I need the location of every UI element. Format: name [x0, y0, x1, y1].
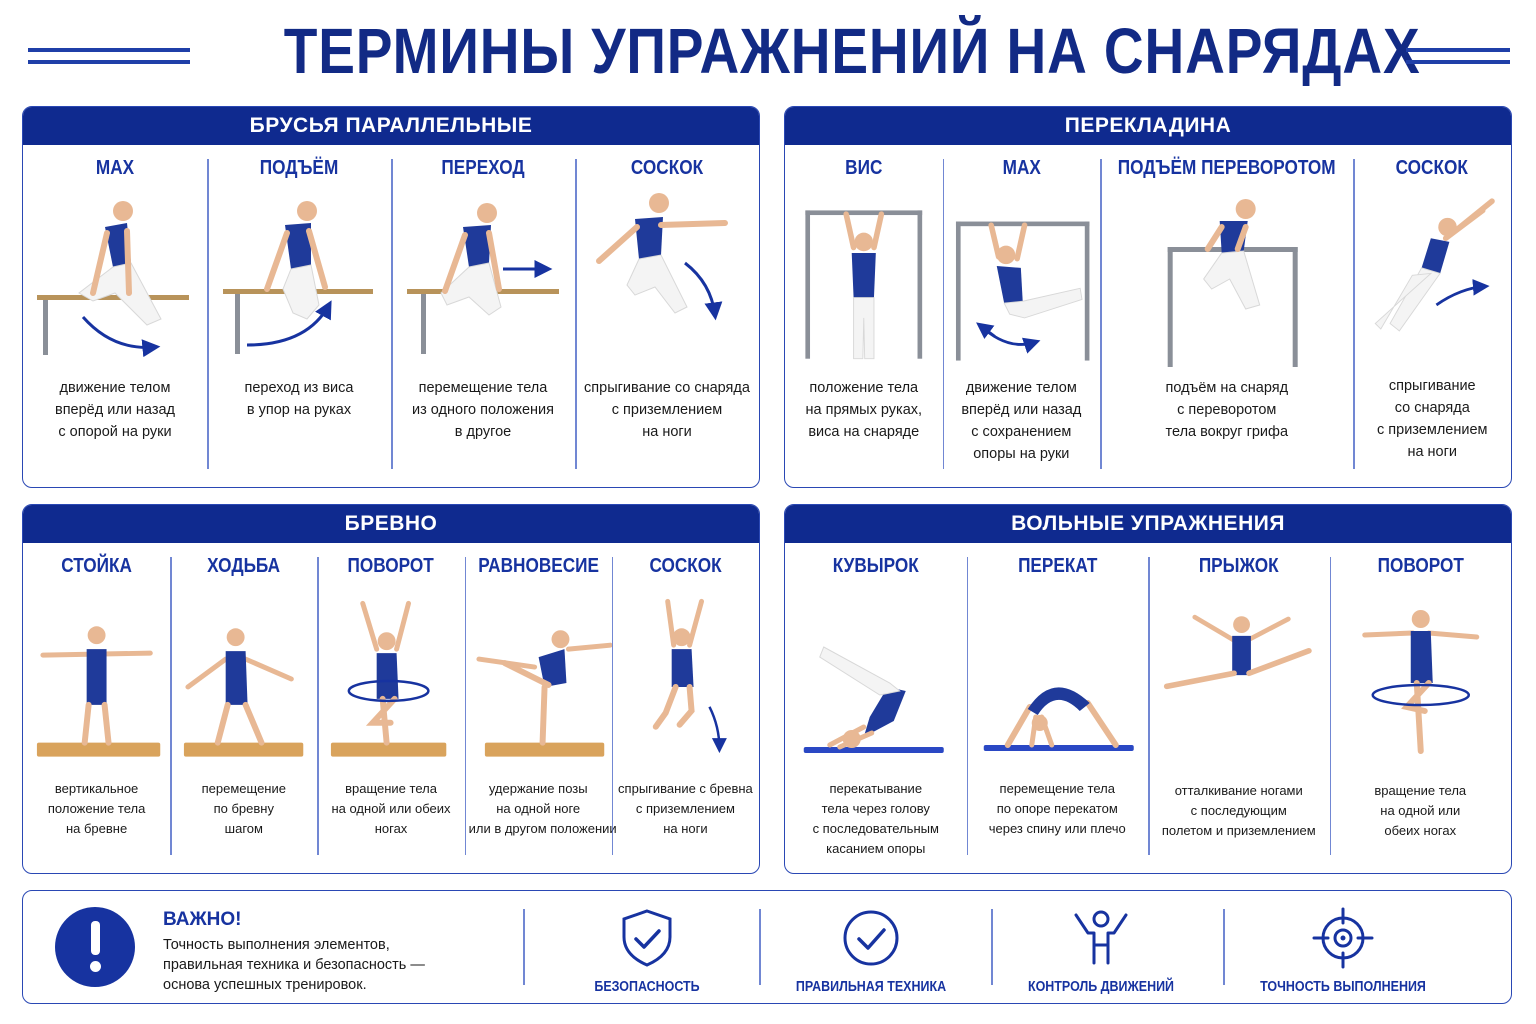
term-description: подъём на снаряд с переворотом тела вокр… — [1165, 380, 1289, 440]
gymnast-illustration — [1330, 587, 1512, 767]
term-description: перемещение по бревну шагом — [201, 781, 286, 836]
term-description: вращение тела на одной или обеих ногах — [331, 781, 451, 836]
term-title: СОСКОК — [649, 555, 722, 577]
term-card-vis: ВИС положение тела на прямых руках, виса… — [785, 145, 943, 487]
term-description: перемещение тела из одного положения в д… — [412, 380, 554, 440]
term-title: РАВНОВЕСИЕ — [477, 555, 599, 577]
term-card-soskok: СОСКОК спрыгивание со снаряда с приземле… — [1353, 145, 1511, 487]
footer-item-accuracy: ТОЧНОСТЬ ВЫПОЛНЕНИЯ — [1233, 905, 1453, 995]
term-description: вертикальное положение тела на бревне — [47, 781, 146, 836]
term-card-perehod: ПЕРЕХОД перемещение тела из одного полож… — [391, 145, 575, 487]
term-card-podem: ПОДЪЁМ переход из виса в упор на руках — [207, 145, 391, 487]
title-decor-line — [28, 48, 190, 52]
term-description: вращение тела на одной или обеих ногах — [1374, 783, 1467, 838]
term-card-perekat: ПЕРЕКАТ перемещение тела по опоре перека… — [966, 543, 1149, 873]
gymnast-illustration — [967, 587, 1149, 767]
panel-title: ПЕРЕКЛАДИНА — [785, 107, 1511, 145]
divider — [759, 909, 761, 985]
term-card-povorot: ПОВОРОТ вращение тела на одной или обеих… — [1329, 543, 1512, 873]
gymnast-illustration — [1148, 587, 1330, 767]
footer-item-technique: ПРАВИЛЬНАЯ ТЕХНИКА — [761, 905, 981, 995]
panel-title: БРУСЬЯ ПАРАЛЛЕЛЬНЫЕ — [23, 107, 759, 145]
term-title: СОСКОК — [630, 157, 704, 179]
term-card-soskok: СОСКОК спрыгивание с бревна с приземлени… — [611, 543, 759, 873]
term-title: ХОДЬБА — [207, 555, 281, 577]
gymnast-illustration — [575, 189, 759, 369]
term-title: ПОВОРОТ — [347, 555, 435, 577]
gymnast-illustration — [785, 587, 967, 767]
title-decor-line — [1406, 48, 1510, 52]
person-arms-up-icon — [1074, 910, 1128, 965]
term-description: переход из виса в упор на руках — [244, 380, 354, 418]
term-card-pryzhok: ПРЫЖОК отталкивание ногами с последующим… — [1148, 543, 1330, 873]
gymnast-illustration — [170, 587, 317, 767]
term-title: ВИС — [845, 157, 883, 179]
term-card-mah: МАХ движение телом вперёд или назад с оп… — [23, 145, 207, 487]
term-description: отталкивание ногами с последующим полето… — [1161, 783, 1316, 838]
divider — [991, 909, 993, 985]
crosshair-icon — [1312, 907, 1374, 969]
gymnast-illustration — [1353, 189, 1511, 369]
term-title: СОСКОК — [1396, 157, 1469, 179]
panel-high-bar: ПЕРЕКЛАДИНА ВИС положение тела на прямых… — [784, 106, 1512, 488]
term-description: перекатывание тела через голову с послед… — [812, 781, 939, 856]
term-description: удержание позы на одной ноге или в друго… — [468, 781, 617, 836]
term-title: КУВЫРОК — [832, 555, 919, 577]
panel-title: БРЕВНО — [23, 505, 759, 543]
footer-important: ВАЖНО! Точность выполнения элементов, пр… — [22, 890, 1512, 1004]
divider — [1223, 909, 1225, 985]
panel-floor: ВОЛЬНЫЕ УПРАЖНЕНИЯ КУВЫРОК перекатывание… — [784, 504, 1512, 874]
divider — [523, 909, 525, 985]
panel-title: ВОЛЬНЫЕ УПРАЖНЕНИЯ — [785, 505, 1511, 543]
gymnast-illustration — [317, 587, 464, 767]
gymnast-illustration — [943, 189, 1101, 369]
term-title: ПОДЪЁМ — [259, 157, 339, 179]
gymnast-illustration — [23, 189, 207, 369]
gymnast-illustration — [23, 587, 170, 767]
term-description: движение телом вперёд или назад с сохран… — [961, 380, 1082, 462]
term-title: МАХ — [95, 157, 135, 179]
panel-beam: БРЕВНО СТОЙКА вертикальное положение тел… — [22, 504, 760, 874]
gymnast-illustration — [612, 587, 759, 767]
gymnast-illustration — [207, 189, 391, 369]
term-description: спрыгивание со снаряда с приземлением на… — [584, 380, 750, 440]
term-description: движение телом вперёд или назад с опорой… — [54, 380, 175, 440]
term-card-mah: МАХ движение телом вперёд или назад с — [942, 145, 1101, 487]
term-title: ПОВОРОТ — [1377, 555, 1464, 577]
term-title: ПЕРЕКАТ — [1017, 555, 1097, 577]
term-title: ПРЫЖОК — [1198, 555, 1279, 577]
gymnast-illustration — [391, 189, 575, 369]
exclamation-icon — [55, 907, 135, 987]
warning-title: ВАЖНО! — [163, 909, 242, 930]
footer-item-control: КОНТРОЛЬ ДВИЖЕНИЙ — [991, 905, 1211, 995]
page-title: ТЕРМИНЫ УПРАЖНЕНИЙ НА СНАРЯДАХ — [283, 15, 1421, 87]
term-description: перемещение тела по опоре перекатом чере… — [988, 781, 1126, 836]
footer-item-safety: БЕЗОПАСНОСТЬ — [537, 905, 757, 995]
title-decor-line — [1406, 60, 1510, 64]
warning-text: Точность выполнения элементов, правильна… — [163, 937, 425, 993]
term-title: ПЕРЕХОД — [441, 157, 525, 179]
term-card-ravnovesie: РАВНОВЕСИЕ удержание позы на одной ноге … — [464, 543, 617, 873]
term-card-povorot: ПОВОРОТ вращение тела на одной или обеих… — [317, 543, 464, 873]
gymnast-illustration — [1100, 189, 1353, 369]
term-title: МАХ — [1002, 157, 1041, 179]
term-card-hodba: ХОДЬБА перемещение по бревну шагом — [170, 543, 317, 873]
panel-parallel-bars: БРУСЬЯ ПАРАЛЛЕЛЬНЫЕ МАХ движение телом в… — [22, 106, 760, 488]
title-bar: ТЕРМИНЫ УПРАЖНЕНИЙ НА СНАРЯДАХ — [0, 12, 1536, 98]
term-description: спрыгивание с бревна с приземлением на н… — [618, 781, 753, 836]
gymnast-illustration — [785, 189, 943, 369]
term-card-stoyka: СТОЙКА вертикальное положение тела на бр… — [23, 543, 170, 873]
term-description: спрыгивание со снаряда с приземлением на… — [1377, 378, 1488, 460]
term-title: ПОДЪЁМ ПЕРЕВОРОТОМ — [1117, 157, 1336, 179]
term-card-kuvyrok: КУВЫРОК перекатывание тела через голову … — [785, 543, 967, 873]
circle-check-icon — [843, 910, 899, 966]
gymnast-illustration — [465, 587, 612, 767]
title-decor-line — [28, 60, 190, 64]
term-title: СТОЙКА — [61, 555, 132, 577]
term-description: положение тела на прямых руках, виса на … — [805, 380, 923, 440]
term-card-podem-perevorotom: ПОДЪЁМ ПЕРЕВОРОТОМ подъём на снаряд с пе… — [1100, 145, 1353, 487]
term-card-soskok: СОСКОК спрыгивание со снаряда с приземле… — [575, 145, 759, 487]
shield-check-icon — [622, 909, 672, 967]
